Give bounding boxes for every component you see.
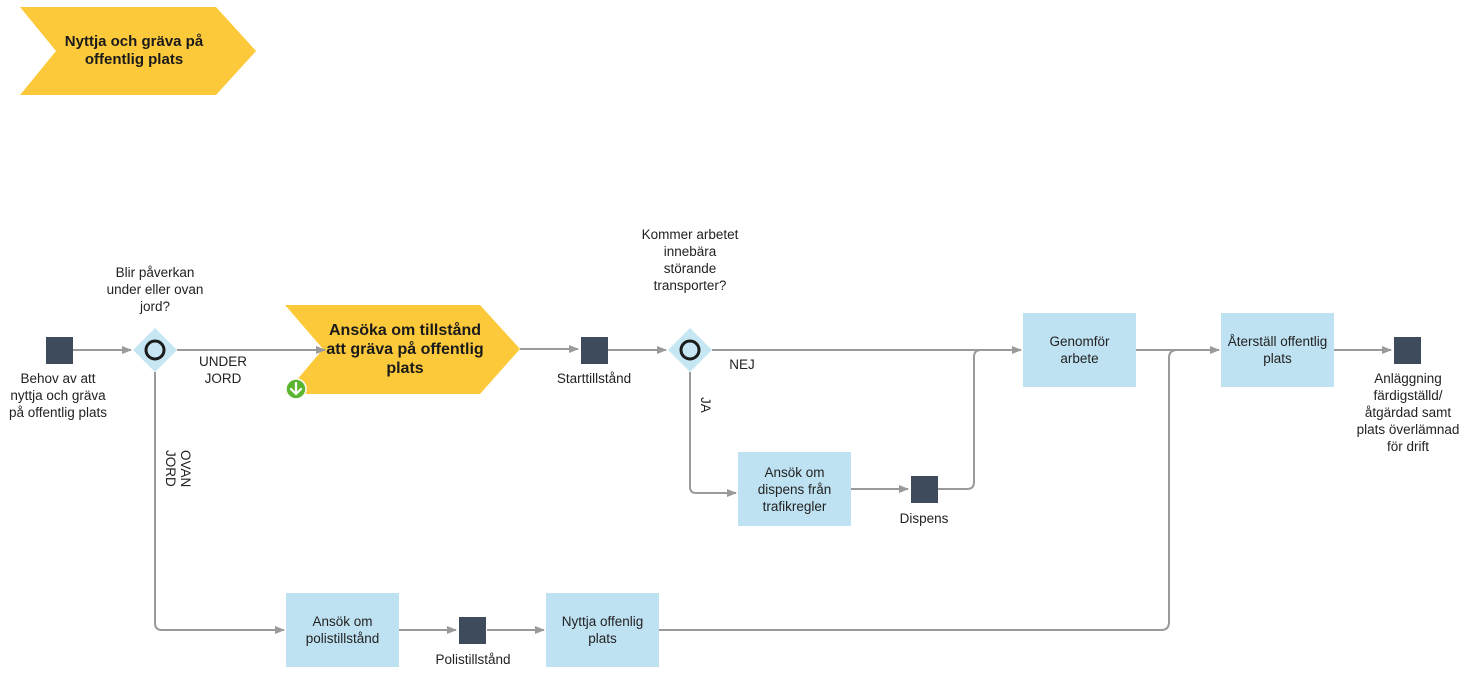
end-event-label: Anläggning färdigställd/ åtgärdad samt p… <box>1356 371 1460 454</box>
polistillstand-event[interactable] <box>459 617 486 644</box>
end-event[interactable] <box>1394 337 1421 364</box>
gateway-2 <box>668 328 712 372</box>
gateway-2-nej-label: NEJ <box>729 357 755 372</box>
flow-g1-ovan <box>154 372 285 634</box>
task-genomfor[interactable]: Genomför arbete <box>1023 313 1136 387</box>
flow-dispens-to-genomfor <box>938 349 982 490</box>
starttillstand-event[interactable] <box>581 337 608 364</box>
task-nyttja[interactable]: Nyttja offenlig plats <box>546 593 659 667</box>
flow-nyttja-to-aterstall <box>659 349 1178 631</box>
gateway-1-ovan-label: OVAN JORD <box>163 450 193 488</box>
subprocess-label: Ansöka om tillstånd att gräva på offentl… <box>326 321 484 377</box>
gateway-2-ja-label: JA <box>698 397 713 413</box>
gateway-1-question: Blir påverkan under eller ovan jord? <box>106 265 204 314</box>
dispens-event-label: Dispens <box>899 511 949 526</box>
flow-g2-ja <box>689 372 737 497</box>
process-title: Nyttja och gräva på offentlig plats <box>64 33 204 68</box>
subprocess-chevron[interactable] <box>285 305 520 394</box>
gateway-1-under-label: UNDER JORD <box>198 354 247 386</box>
gateway-2-question: Kommer arbetet innebära störande transpo… <box>641 227 739 293</box>
starttillstand-label: Starttillstånd <box>556 371 632 386</box>
dispens-event[interactable] <box>911 476 938 503</box>
task-polistillstand[interactable]: Ansök om polistillstånd <box>286 593 399 667</box>
start-event-label: Behov av att nyttja och gräva på offentl… <box>8 371 108 420</box>
gateway-1 <box>133 328 177 372</box>
task-aterstall[interactable]: Återställ offentlig plats <box>1221 313 1334 387</box>
header-chevron <box>20 7 256 95</box>
task-dispens[interactable]: Ansök om dispens från trafikregler <box>738 452 851 526</box>
polistillstand-label: Polistillstånd <box>435 652 511 667</box>
start-event[interactable] <box>46 337 73 364</box>
expand-subprocess-icon[interactable] <box>285 378 307 400</box>
